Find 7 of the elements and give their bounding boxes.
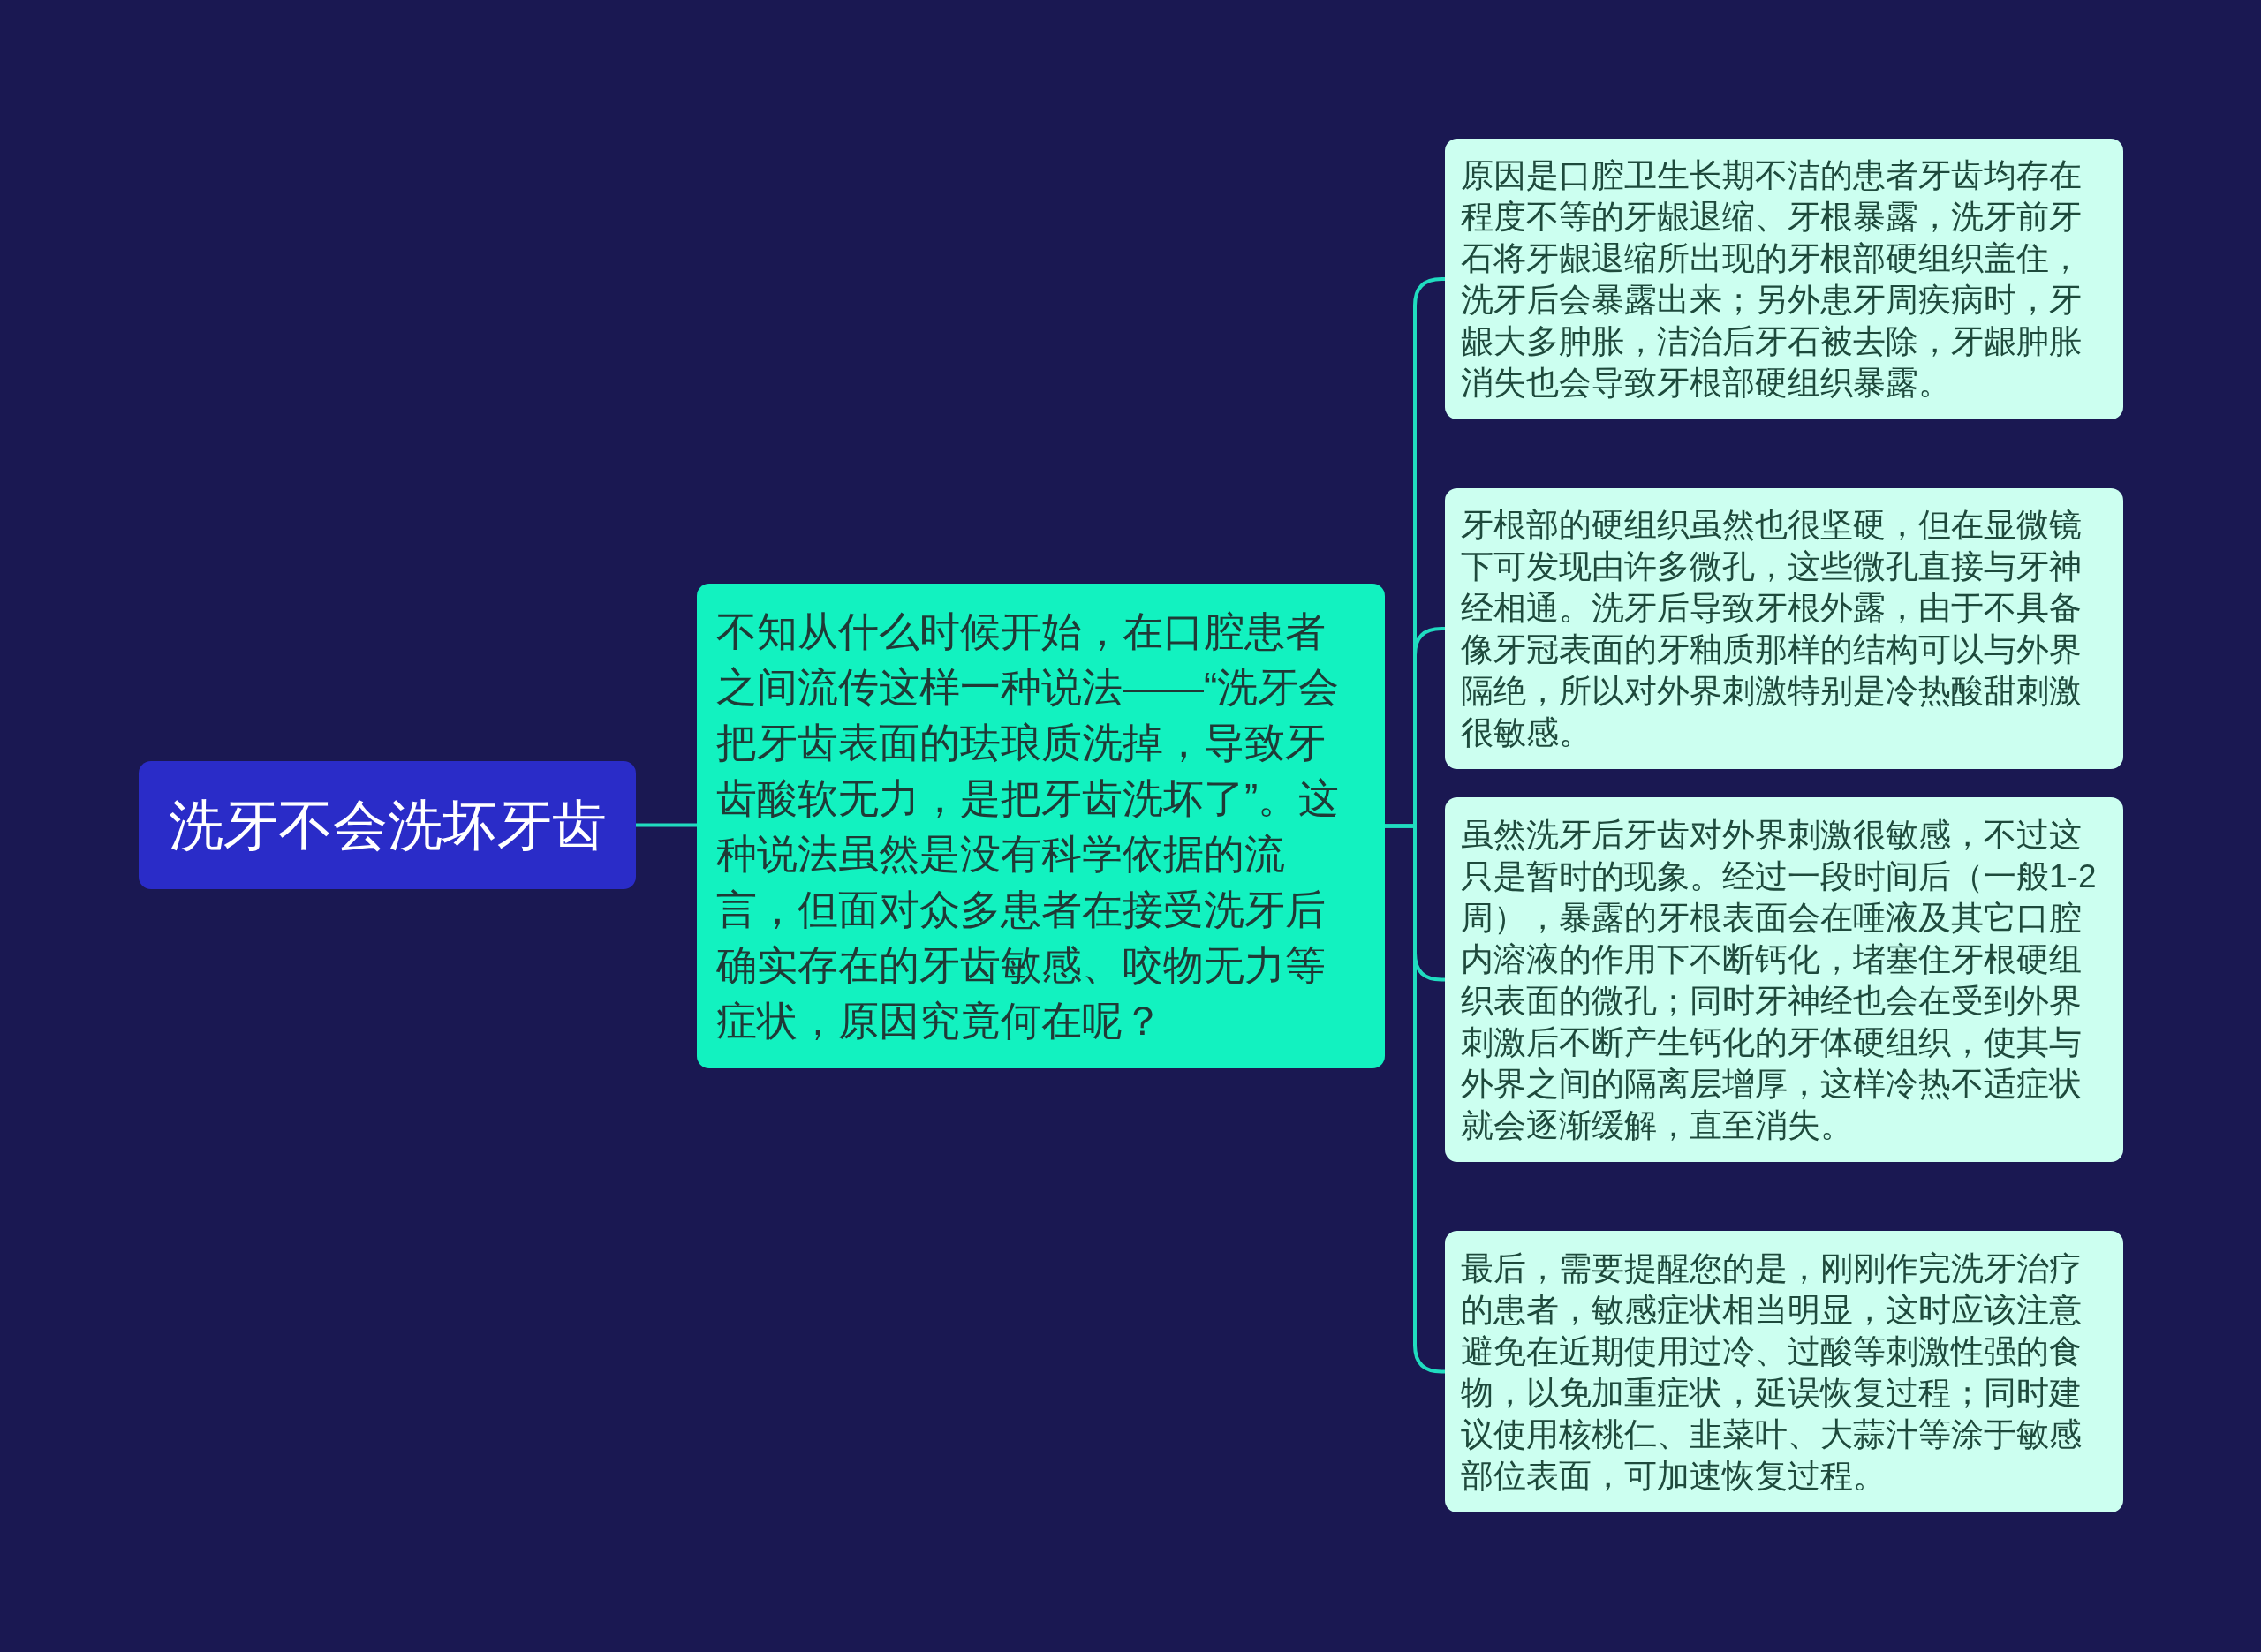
note-box: 最后，需要提醒您的是，刚刚作完洗牙治疗的患者，敏感症状相当明显，这时应该注意避免在近期使用过冷、过酸等刺激性强的食物，以免加重症状，延误恢复过程；同时建议使用核桃仁、韭菜叶、大蒜汁等涂于敏感部位表面，可加速恢复过程。	[1445, 1231, 2123, 1512]
note-box: 虽然洗牙后牙齿对外界刺激很敏感，不过这只是暂时的现象。经过一段时间后（一般1-2周），暴露的牙根表面会在唾液及其它口腔内溶液的作用下不断钙化，堵塞住牙根硬组织表面的微孔；同时牙神经也会在受到外界刺激后不断产生钙化的牙体硬组织，使其与外界之间的隔离层增厚，这样冷热不适症状就会逐渐缓解，直至消失。	[1445, 797, 2123, 1162]
topic-box: 洗牙不会洗坏牙齿	[139, 761, 636, 889]
topic-box: 不知从什么时候开始，在口腔患者之间流传这样一种说法——“洗牙会把牙齿表面的珐琅质洗掉，导致牙齿酸软无力，是把牙齿洗坏了”。这种说法虽然是没有科学依据的流言，但面对众多患者在接受洗牙后确实存在的牙齿敏感、咬物无力等症状，原因究竟何在呢？	[697, 584, 1385, 1068]
connector-line	[636, 823, 697, 827]
note-box: 牙根部的硬组织虽然也很坚硬，但在显微镜下可发现由许多微孔，这些微孔直接与牙神经相通。洗牙后导致牙根外露，由于不具备像牙冠表面的牙釉质那样的结构可以与外界隔绝，所以对外界刺激特别是冷热酸甜刺激很敏感。	[1445, 488, 2123, 769]
note-box: 原因是口腔卫生长期不洁的患者牙齿均存在程度不等的牙龈退缩、牙根暴露，洗牙前牙石将牙龈退缩所出现的牙根部硬组织盖住，洗牙后会暴露出来；另外患牙周疾病时，牙龈大多肿胀，洁治后牙石被去除，牙龈肿胀消失也会导致牙根部硬组织暴露。	[1445, 139, 2123, 419]
